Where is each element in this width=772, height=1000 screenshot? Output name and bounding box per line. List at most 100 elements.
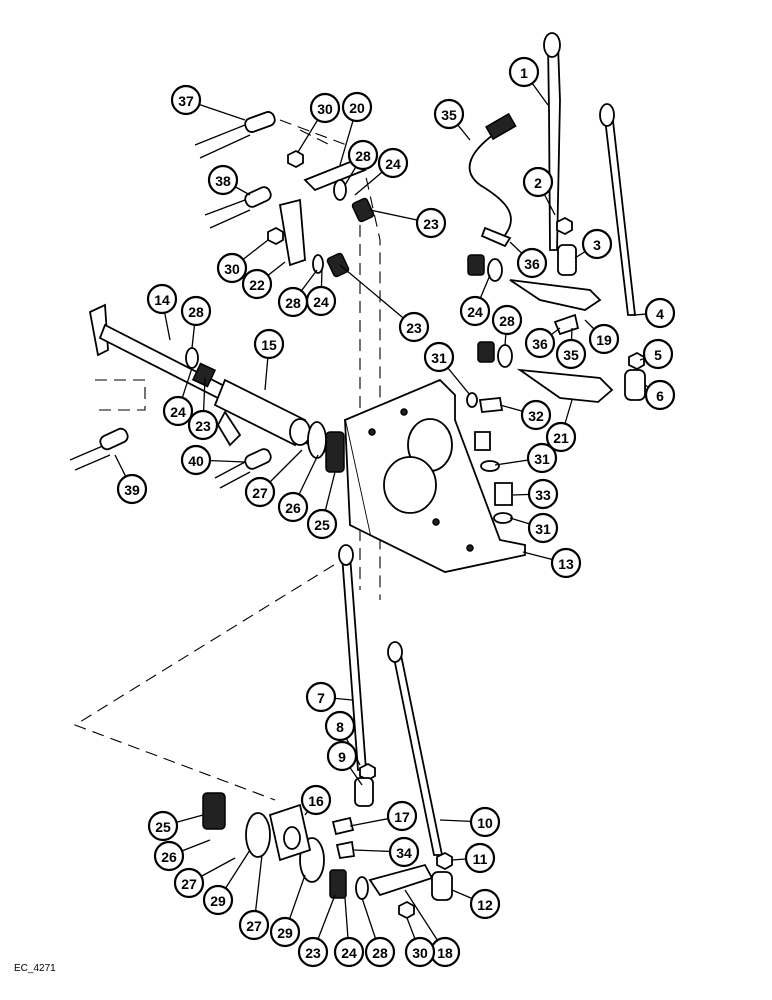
callout-number: 31	[431, 350, 447, 366]
callout-c22: 22	[241, 261, 286, 300]
callout-number: 23	[195, 418, 211, 434]
callout-circle	[269, 916, 301, 948]
callout-c23b: 23	[339, 264, 430, 343]
callout-number: 27	[252, 485, 268, 501]
mounting-plate	[343, 378, 526, 573]
callout-c29a: 29	[202, 849, 251, 916]
callout-layer: 1234567891011121314151617181920212223232…	[114, 56, 676, 968]
callout-c11: 11	[451, 842, 496, 874]
callout-c20: 20	[339, 91, 373, 166]
callout-number: 9	[338, 749, 346, 765]
callout-number: 34	[396, 845, 412, 861]
callout-c2: 2	[522, 166, 556, 216]
callout-circle	[526, 442, 558, 474]
callout-c31c: 31	[509, 512, 559, 544]
callout-number: 24	[313, 294, 329, 310]
callout-c13: 13	[522, 547, 582, 579]
callout-number: 24	[467, 304, 483, 320]
callout-c16: 16	[300, 784, 332, 816]
callout-circle	[524, 327, 556, 359]
callout-c6: 6	[644, 379, 676, 411]
callout-circle	[277, 286, 309, 318]
callout-circle	[459, 295, 491, 327]
callout-circle	[508, 56, 540, 88]
callout-c5: 5	[639, 338, 674, 370]
callout-number: 23	[406, 320, 422, 336]
callout-circle	[170, 84, 202, 116]
callout-number: 30	[224, 261, 240, 277]
callout-circle	[415, 207, 447, 239]
callout-number: 30	[317, 101, 333, 117]
callout-c14: 14	[146, 283, 178, 341]
callout-c32: 32	[499, 399, 552, 431]
callout-circle	[216, 252, 248, 284]
callout-number: 36	[524, 256, 540, 272]
callout-c3: 3	[574, 228, 613, 260]
lower-rods	[338, 544, 444, 856]
callout-circle	[347, 139, 379, 171]
callout-c7: 7	[305, 681, 353, 713]
callout-circle	[309, 92, 341, 124]
callout-c28d: 28	[277, 269, 318, 318]
callout-circle	[202, 884, 234, 916]
callout-circle	[297, 936, 329, 968]
callout-number: 27	[246, 918, 262, 934]
callout-c23c: 23	[187, 377, 219, 441]
callout-number: 2	[534, 175, 542, 191]
callout-c26b: 26	[153, 839, 211, 872]
callout-number: 28	[355, 148, 371, 164]
callout-number: 28	[285, 295, 301, 311]
callout-circle	[423, 341, 455, 373]
callout-circle	[545, 421, 577, 453]
callout-circle	[305, 681, 337, 713]
callout-c15: 15	[253, 328, 285, 391]
callout-number: 1	[520, 65, 528, 81]
callout-c23a: 23	[369, 207, 447, 239]
callout-c21: 21	[545, 399, 577, 453]
callout-number: 5	[654, 347, 662, 363]
callout-circle	[187, 409, 219, 441]
callout-circle	[324, 710, 356, 742]
callout-number: 30	[412, 945, 428, 961]
callout-circle	[147, 810, 179, 842]
callout-number: 36	[532, 336, 548, 352]
callout-circle	[241, 268, 273, 300]
callout-circle	[277, 491, 309, 523]
callout-c35b: 35	[555, 327, 587, 370]
callout-number: 31	[534, 451, 550, 467]
callout-circle	[555, 338, 587, 370]
callout-number: 11	[473, 851, 488, 867]
callout-c36a: 36	[509, 241, 548, 279]
callout-c27a: 27	[244, 449, 303, 508]
callout-c26a: 26	[277, 454, 319, 523]
callout-circle	[341, 91, 373, 123]
callout-c28b: 28	[180, 295, 212, 349]
callout-circle	[238, 909, 270, 941]
callout-c40: 40	[180, 444, 246, 476]
callout-number: 17	[394, 809, 410, 825]
small-hardware	[185, 149, 646, 920]
flex-hose	[468, 112, 517, 236]
callout-number: 18	[437, 945, 453, 961]
callout-number: 8	[336, 719, 344, 735]
callout-circle	[527, 478, 559, 510]
callout-c30b: 30	[216, 239, 269, 284]
callout-c12: 12	[451, 888, 501, 920]
callout-number: 28	[188, 304, 204, 320]
callout-c29b: 29	[269, 874, 306, 948]
callout-circle	[469, 888, 501, 920]
upper-rods	[543, 32, 637, 316]
callout-number: 26	[161, 849, 177, 865]
figure-code: EC_4271	[14, 963, 56, 974]
callout-number: 7	[317, 690, 325, 706]
callout-circle	[388, 836, 420, 868]
callout-circle	[162, 395, 194, 427]
callout-number: 38	[215, 173, 231, 189]
callout-circle	[581, 228, 613, 260]
callout-number: 14	[154, 292, 170, 308]
callout-number: 27	[181, 876, 197, 892]
callout-circle	[433, 98, 465, 130]
callout-c28c: 28	[491, 304, 523, 346]
callout-number: 6	[656, 388, 664, 404]
